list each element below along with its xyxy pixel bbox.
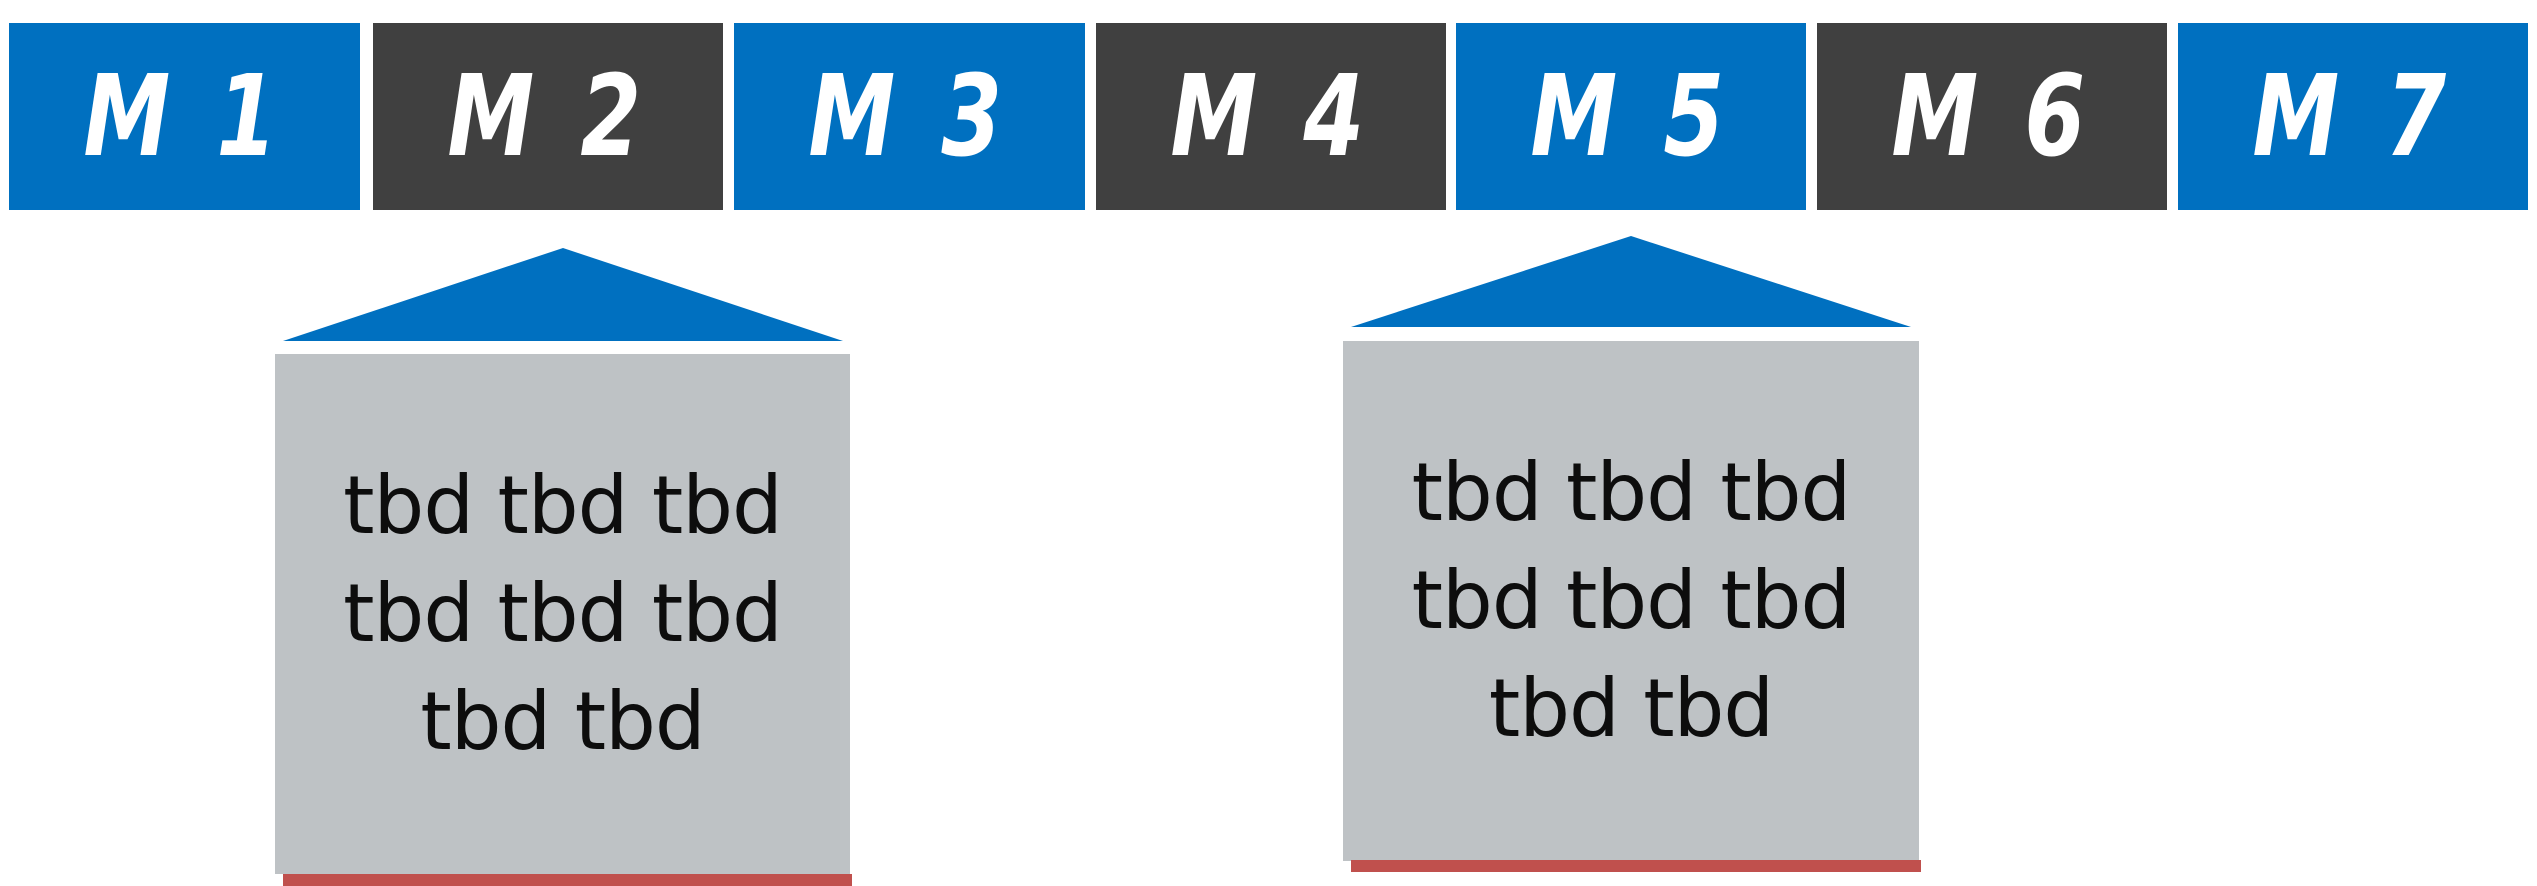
callout-text: tbd tbd tbd tbd tbd tbd tbd tbd xyxy=(343,452,783,776)
callout-roof xyxy=(283,248,843,341)
callout-box: tbd tbd tbd tbd tbd tbd tbd tbd xyxy=(275,354,850,874)
milestone-label: M 2 xyxy=(447,51,649,182)
milestone-label: M 1 xyxy=(83,51,286,182)
milestone-label: M 4 xyxy=(1170,51,1372,182)
callout-m5: tbd tbd tbd tbd tbd tbd tbd tbd xyxy=(1343,234,1923,874)
milestone-m3[interactable]: M 3 xyxy=(734,23,1085,210)
milestone-m7[interactable]: M 7 xyxy=(2178,23,2528,210)
callout-line: tbd tbd xyxy=(420,675,705,768)
callout-line: tbd tbd xyxy=(1488,662,1774,755)
milestone-label: M 3 xyxy=(808,51,1011,182)
callout-roof xyxy=(1351,236,1911,327)
milestone-m5[interactable]: M 5 xyxy=(1456,23,1806,210)
callout-roof-shape xyxy=(283,248,843,341)
callout-roof-shape xyxy=(1351,236,1911,327)
callout-line: tbd tbd tbd xyxy=(1411,446,1852,539)
callout-box: tbd tbd tbd tbd tbd tbd tbd tbd xyxy=(1343,341,1919,861)
callout-line: tbd tbd tbd xyxy=(1411,554,1852,647)
callout-m2: tbd tbd tbd tbd tbd tbd tbd tbd xyxy=(275,246,855,886)
callout-underline xyxy=(1351,860,1921,872)
milestone-strip: M 1 M 2 M 3 M 4 M 5 M 6 M 7 xyxy=(0,0,2537,230)
callout-line: tbd tbd tbd xyxy=(343,459,783,552)
callout-line: tbd tbd tbd xyxy=(343,567,783,660)
milestone-label: M 6 xyxy=(1891,51,2093,182)
milestone-label: M 5 xyxy=(1530,51,1732,182)
milestone-m4[interactable]: M 4 xyxy=(1096,23,1446,210)
milestone-m2[interactable]: M 2 xyxy=(373,23,723,210)
milestone-label: M 7 xyxy=(2252,51,2454,182)
callout-text: tbd tbd tbd tbd tbd tbd tbd tbd xyxy=(1411,439,1852,763)
callout-underline xyxy=(283,874,852,886)
milestone-m1[interactable]: M 1 xyxy=(9,23,360,210)
milestone-m6[interactable]: M 6 xyxy=(1817,23,2167,210)
